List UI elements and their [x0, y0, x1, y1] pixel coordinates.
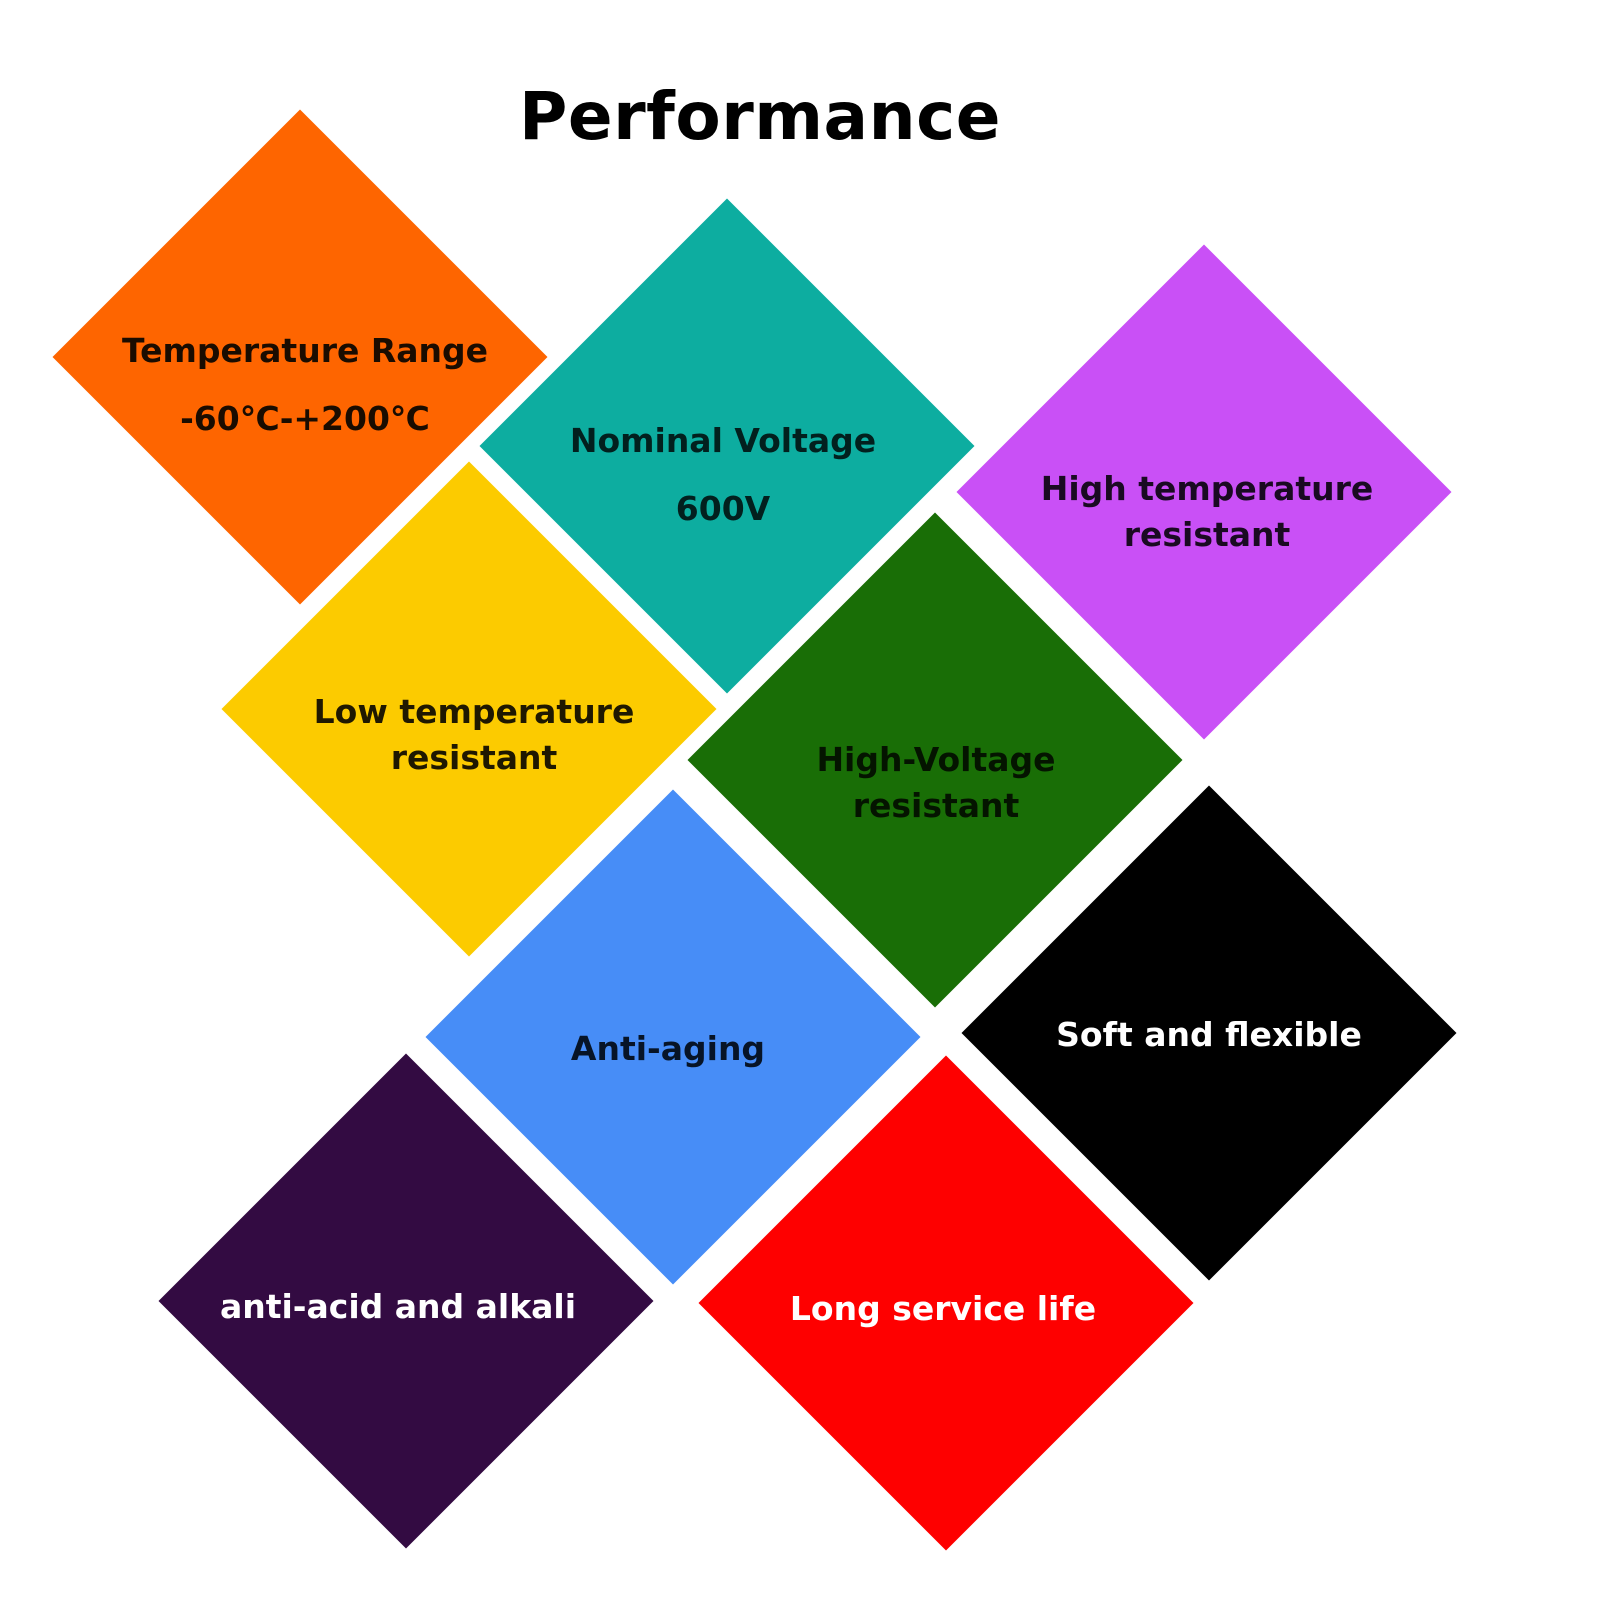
label-line: Low temperature: [313, 692, 635, 731]
label-soft-and-flexible: Soft and flexible: [999, 1012, 1419, 1058]
label-temperature-range: Temperature Range -60℃-+200℃: [95, 328, 515, 442]
label-line: Long service life: [789, 1289, 1097, 1328]
label-nominal-voltage: Nominal Voltage 600V: [513, 418, 933, 532]
label-high-temperature-resistant: High temperature resistant: [997, 466, 1417, 558]
label-high-voltage-resistant: High-Voltage resistant: [726, 737, 1146, 829]
label-low-temperature-resistant: Low temperature resistant: [264, 689, 684, 781]
label-line: Nominal Voltage: [569, 421, 877, 460]
label-line: resistant: [852, 786, 1020, 825]
label-line: High-Voltage: [816, 740, 1056, 779]
label-line: resistant: [390, 738, 558, 777]
label-anti-acid-and-alkali: anti-acid and alkali: [188, 1284, 608, 1330]
label-line: Soft and flexible: [1056, 1015, 1362, 1054]
label-value: -60℃-+200℃: [180, 399, 430, 438]
label-line: anti-acid and alkali: [219, 1287, 577, 1326]
label-long-service-life: Long service life: [733, 1286, 1153, 1332]
label-line: High temperature: [1040, 469, 1374, 508]
label-value: 600V: [675, 489, 771, 528]
label-line: Anti-aging: [570, 1029, 766, 1068]
label-anti-aging: Anti-aging: [458, 1026, 878, 1072]
page-title: Performance: [519, 78, 1001, 155]
label-line: resistant: [1123, 515, 1291, 554]
label-line: Temperature Range: [121, 331, 489, 370]
